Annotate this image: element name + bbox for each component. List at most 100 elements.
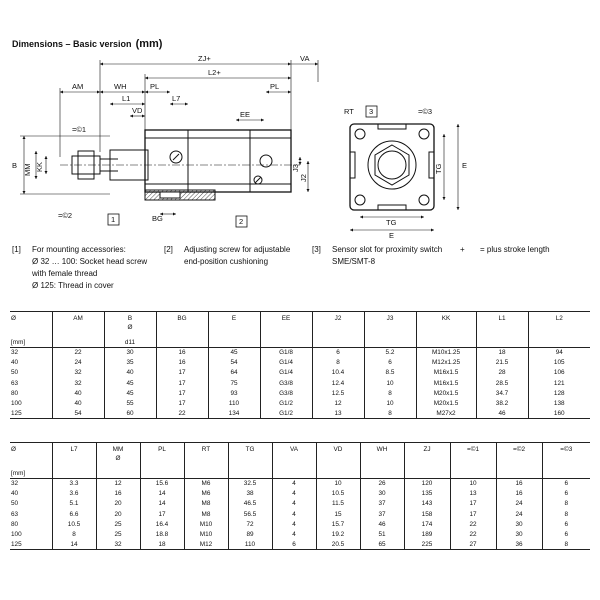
table-cell: 32 bbox=[51, 378, 104, 389]
table-cell: 20 bbox=[95, 509, 140, 520]
column-header-sub: Ø bbox=[127, 324, 133, 331]
table-cell: 40 bbox=[51, 388, 104, 399]
table-cell: 4 bbox=[271, 509, 316, 520]
column-header-label: ZJ bbox=[423, 446, 431, 453]
unit-cell bbox=[527, 337, 590, 348]
callout-3: 3 bbox=[369, 107, 373, 116]
table-cell: M27x2 bbox=[415, 408, 476, 420]
table-cell: M8 bbox=[183, 498, 228, 510]
table-cell: 8 bbox=[363, 388, 416, 399]
table-cell: M10x1.25 bbox=[415, 346, 476, 358]
table-cell: M20x1.5 bbox=[415, 398, 476, 409]
table-cell: 45 bbox=[207, 346, 260, 358]
wrench-1-label: =©1 bbox=[72, 125, 86, 134]
table-cell: 160 bbox=[527, 408, 590, 420]
table-cell: 40 bbox=[103, 367, 156, 379]
unit-cell: [mm] bbox=[11, 338, 26, 346]
dim-tg-horizontal: TG bbox=[386, 218, 397, 227]
table-cell: 189 bbox=[403, 529, 450, 540]
dim-j3: J3 bbox=[291, 164, 300, 172]
table-cell: 16 bbox=[155, 357, 208, 368]
unit-cell bbox=[155, 337, 208, 348]
table-cell: 38.2 bbox=[475, 398, 528, 409]
table-cell: 14 bbox=[51, 539, 96, 551]
column-header: =©3 bbox=[541, 442, 590, 469]
table-cell: 37 bbox=[359, 509, 404, 520]
unit-cell bbox=[495, 468, 542, 479]
dim-e-horizontal: E bbox=[389, 231, 394, 240]
table-cell: 32 bbox=[10, 346, 52, 358]
table-cell: 80 bbox=[11, 520, 19, 528]
column-header-label: J3 bbox=[386, 315, 394, 322]
table-cell: 6 bbox=[541, 519, 590, 530]
column-header-label: Ø bbox=[11, 446, 16, 453]
column-header: =©2 bbox=[495, 442, 542, 469]
table-cell: 25 bbox=[95, 519, 140, 530]
column-header: Ø bbox=[10, 311, 52, 338]
table-cell: 110 bbox=[207, 398, 260, 409]
front-view bbox=[349, 123, 435, 211]
table-cell: 54 bbox=[207, 357, 260, 368]
table-1-units-row: [mm]d11 bbox=[10, 337, 590, 348]
column-header-label: WH bbox=[376, 446, 388, 453]
dim-am: AM bbox=[72, 82, 83, 91]
cylinder-barrel bbox=[144, 129, 292, 193]
table-cell: 40 bbox=[51, 398, 104, 409]
column-header-label: L1 bbox=[498, 315, 506, 322]
wrench-2-label: =©2 bbox=[58, 211, 72, 220]
table-cell: 22 bbox=[51, 346, 104, 358]
table-cell: 16.4 bbox=[139, 519, 184, 530]
table-cell: 225 bbox=[403, 539, 450, 551]
table-cell: 6 bbox=[541, 488, 590, 499]
table-cell: 32 bbox=[95, 539, 140, 551]
table-cell: 30 bbox=[359, 488, 404, 499]
unit-cell bbox=[449, 468, 496, 479]
table-cell: 34.7 bbox=[475, 388, 528, 399]
dim-va: VA bbox=[300, 54, 309, 63]
page-title: Dimensions – Basic version(mm) bbox=[12, 38, 162, 50]
column-header: J3 bbox=[363, 311, 416, 338]
unit-cell bbox=[139, 468, 184, 479]
column-header-label: =©3 bbox=[560, 446, 573, 453]
table-cell: 94 bbox=[527, 346, 590, 358]
table-cell: 15.7 bbox=[315, 519, 360, 530]
table-cell: 25 bbox=[95, 529, 140, 540]
table-cell: 10.5 bbox=[51, 519, 96, 530]
table-2-units-row: [mm] bbox=[10, 468, 590, 479]
table-cell: 36 bbox=[495, 539, 542, 551]
table-cell: 93 bbox=[207, 388, 260, 399]
table-cell: 89 bbox=[227, 529, 272, 540]
table-cell: 21.5 bbox=[475, 357, 528, 368]
table-cell: 65 bbox=[359, 539, 404, 551]
table-cell: 56.5 bbox=[227, 509, 272, 520]
column-header: RT bbox=[183, 442, 228, 469]
column-header: ZJ bbox=[403, 442, 450, 469]
column-header-label: L2 bbox=[555, 315, 563, 322]
table-cell: 134 bbox=[207, 408, 260, 420]
table-cell: 8 bbox=[311, 357, 364, 368]
column-header-label: L7 bbox=[70, 446, 78, 453]
table-cell: 18.8 bbox=[139, 529, 184, 540]
table-cell: M10 bbox=[183, 519, 228, 530]
column-header-label: RT bbox=[201, 446, 211, 453]
unit-cell bbox=[95, 468, 140, 479]
column-header-label: Ø bbox=[11, 315, 16, 322]
table-cell: 125 bbox=[10, 408, 52, 420]
front-boss bbox=[109, 149, 149, 181]
dim-rt: RT bbox=[344, 107, 354, 116]
front-dimensions bbox=[350, 124, 460, 232]
table-cell: 17 bbox=[449, 509, 496, 520]
side-view bbox=[60, 129, 300, 201]
dim-vd: VD bbox=[132, 106, 143, 115]
table-cell: 6 bbox=[541, 477, 590, 489]
table-cell: 6 bbox=[311, 346, 364, 358]
column-header: VA bbox=[271, 442, 316, 469]
